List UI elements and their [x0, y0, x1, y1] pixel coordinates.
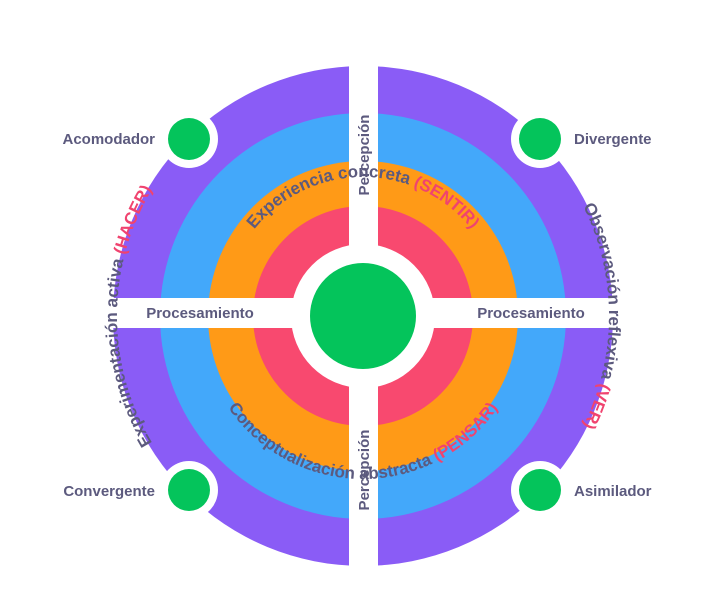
label-asimilador: Asimilador [574, 483, 652, 500]
node-asimilador [519, 469, 561, 511]
label-convergente: Convergente [63, 483, 155, 500]
node-acomodador [168, 118, 210, 160]
label-acomodador: Acomodador [62, 131, 155, 148]
axis-label-processing-right: Procesamiento [477, 305, 585, 322]
center-node [310, 263, 416, 369]
label-divergente: Divergente [574, 131, 652, 148]
node-convergente [168, 469, 210, 511]
node-divergente [519, 118, 561, 160]
axis-label-perception-bottom: Percepción [356, 430, 373, 511]
axis-label-processing-left: Procesamiento [146, 305, 254, 322]
axis-label-perception-top: Percepción [356, 115, 373, 196]
